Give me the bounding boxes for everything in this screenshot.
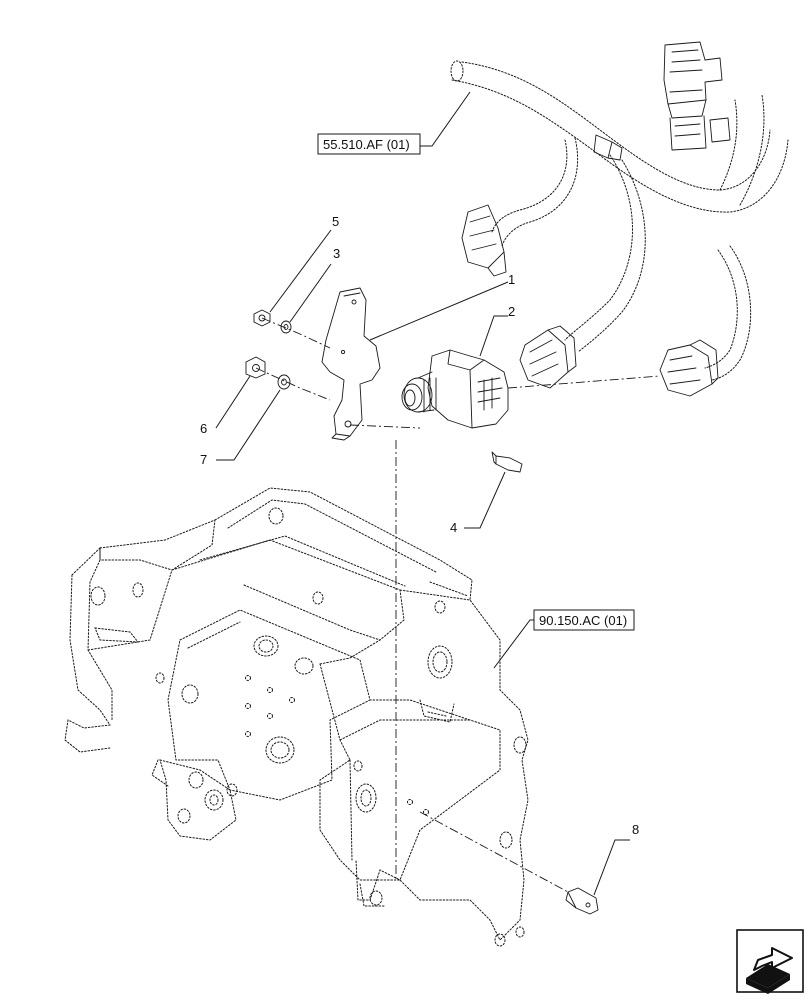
callout-3: 3 <box>333 246 340 261</box>
svg-text:90.150.AC (01): 90.150.AC (01) <box>539 613 627 628</box>
callout-6: 6 <box>200 421 207 436</box>
callout-4: 4 <box>450 520 457 535</box>
reference-frame[interactable]: 90.150.AC (01) <box>533 609 635 631</box>
chassis-frame <box>64 487 529 947</box>
bracket-part-1 <box>321 287 381 441</box>
callout-2: 2 <box>508 304 515 319</box>
sensor-part-2 <box>401 349 509 429</box>
callout-5: 5 <box>332 214 339 229</box>
reference-harness[interactable]: 55.510.AF (01) <box>317 133 421 155</box>
svg-text:55.510.AF (01): 55.510.AF (01) <box>323 137 410 152</box>
hardware-nuts-washers-screws <box>245 309 599 915</box>
callout-8: 8 <box>632 822 639 837</box>
wiring-harness <box>450 41 789 397</box>
callout-1: 1 <box>508 272 515 287</box>
next-page-arrow-icon[interactable] <box>736 929 804 994</box>
assembly-center-lines <box>255 317 661 893</box>
callout-7: 7 <box>200 452 207 467</box>
callout-leaders <box>215 91 630 896</box>
